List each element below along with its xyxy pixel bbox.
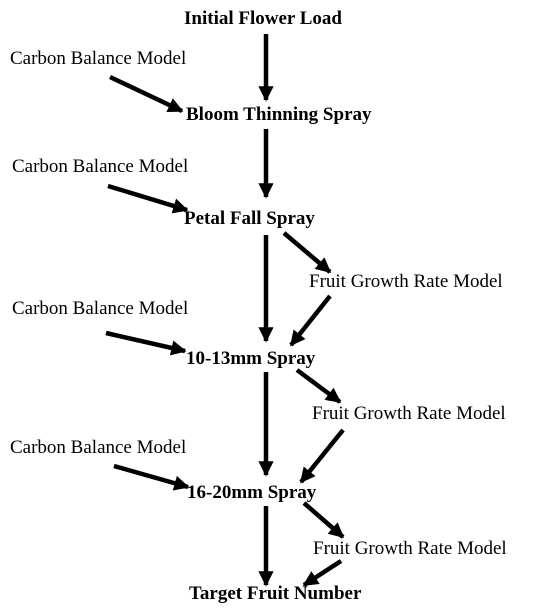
spray-10-13mm-label: 10-13mm Spray <box>186 348 316 369</box>
arrow-carbon-to-16-20mm <box>113 463 190 491</box>
petal-fall-spray-label: Petal Fall Spray <box>184 208 315 229</box>
carbon-balance-model-label-1: Carbon Balance Model <box>10 48 187 69</box>
arrow-10-13mm-to-fruit-growth-2 <box>295 368 342 404</box>
fruit-growth-rate-model-label-2: Fruit Growth Rate Model <box>312 403 506 424</box>
arrow-carbon-to-10-13mm <box>105 330 187 356</box>
arrow-petal-to-fruit-growth-1 <box>282 231 332 274</box>
arrow-carbon-to-bloom <box>109 74 184 114</box>
target-fruit-number-label: Target Fruit Number <box>189 583 362 604</box>
arrow-fruit-growth-1-to-10-13mm <box>289 294 332 347</box>
arrow-carbon-to-petal <box>107 183 189 214</box>
spray-16-20mm-label: 16-20mm Spray <box>187 482 317 503</box>
arrow-fruit-growth-2-to-16-20mm <box>299 428 345 484</box>
fruit-growth-rate-model-label-3: Fruit Growth Rate Model <box>313 538 507 559</box>
initial-flower-load-label: Initial Flower Load <box>184 8 342 29</box>
carbon-balance-model-label-3: Carbon Balance Model <box>12 298 189 319</box>
carbon-balance-model-label-2: Carbon Balance Model <box>12 156 189 177</box>
carbon-balance-model-label-4: Carbon Balance Model <box>10 437 187 458</box>
arrow-fruit-growth-3-to-target <box>302 559 343 587</box>
fruit-growth-rate-model-label-1: Fruit Growth Rate Model <box>309 271 503 292</box>
arrow-16-20mm-to-fruit-growth-3 <box>302 501 345 539</box>
bloom-thinning-spray-label: Bloom Thinning Spray <box>186 104 372 125</box>
